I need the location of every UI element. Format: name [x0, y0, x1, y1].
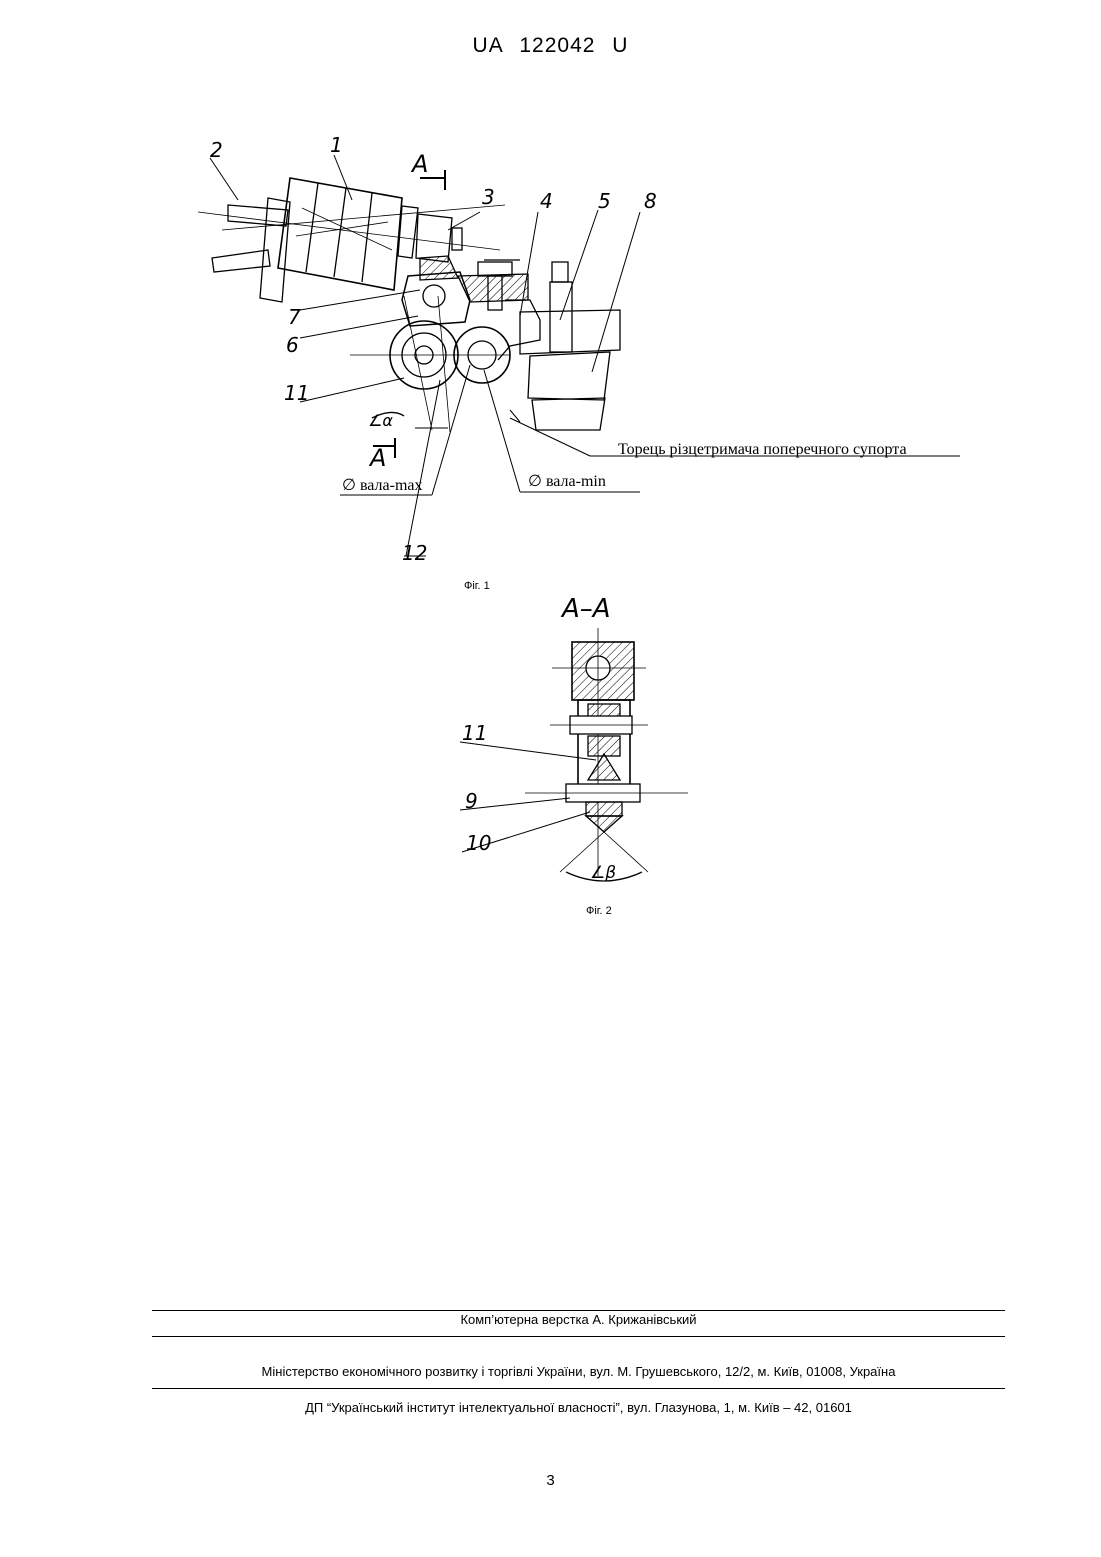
figure-1-caption: Фіг. 1	[464, 580, 490, 592]
footer-rule-middle	[152, 1336, 1005, 1337]
footer-rule-bottom	[152, 1388, 1005, 1389]
page-number: 3	[0, 1472, 1101, 1489]
section-title: A–A	[560, 594, 611, 624]
angle-alpha-label: ∠α	[368, 411, 393, 430]
angle-beta-label: ∠β	[590, 863, 616, 883]
footer-rule-top	[152, 1310, 1005, 1311]
fig2-label-9: 9	[465, 789, 478, 813]
fig1-label-1: 1	[330, 133, 343, 157]
figure-2-caption: Фіг. 2	[586, 905, 612, 917]
section-mark-top: A	[410, 150, 428, 178]
typesetting-credit: Комп’ютерна верстка А. Крижанівський	[152, 1312, 1005, 1327]
fig1-label-2: 2	[210, 138, 223, 162]
figure-1-drawing: A A ∠α	[198, 133, 960, 565]
figure-2-drawing: A–A ∠β 11 9 10	[460, 594, 688, 883]
fig2-label-11: 11	[462, 721, 487, 745]
toolholder-annotation: Торець різцетримача поперечного супорта	[618, 441, 907, 458]
fig1-label-11: 11	[284, 381, 309, 405]
fig1-label-8: 8	[644, 189, 657, 213]
ministry-address: Міністерство економічного розвитку і тор…	[152, 1364, 1005, 1379]
fig1-label-3: 3	[482, 185, 495, 209]
shaft-min-annotation: ∅ вала-min	[528, 473, 606, 490]
fig1-label-12: 12	[402, 541, 427, 565]
fig1-label-4: 6	[286, 333, 299, 357]
institute-address: ДП “Український інститут інтелектуальної…	[152, 1400, 1005, 1415]
fig1-label-7: 5	[598, 189, 611, 213]
fig1-label-6: 4	[540, 189, 553, 213]
fig2-label-10: 10	[466, 831, 491, 855]
fig1-label-5: 7	[288, 305, 301, 329]
shaft-max-annotation: ∅ вала-max	[342, 477, 422, 494]
section-mark-bottom: A	[368, 444, 386, 472]
